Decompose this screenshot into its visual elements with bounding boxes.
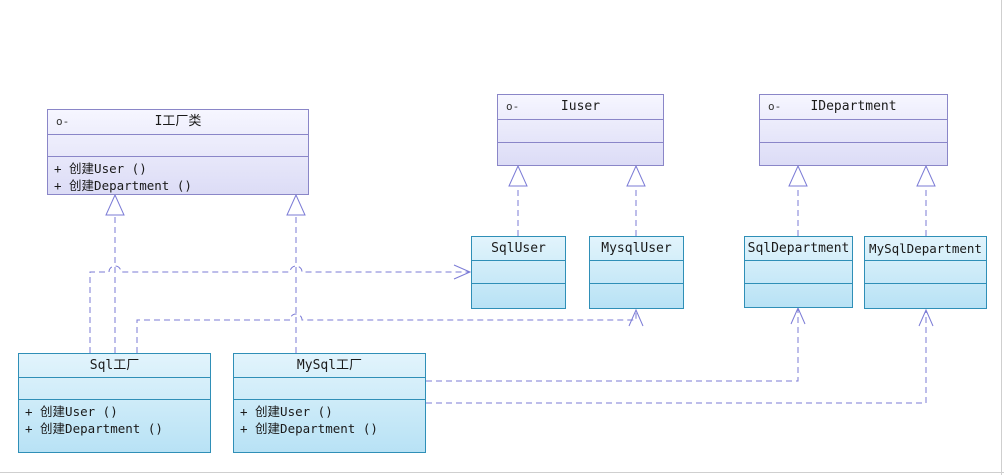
- dependency-arrowhead: [453, 264, 472, 280]
- class-mysqluser[interactable]: MysqlUser: [589, 236, 684, 309]
- realization-arrowhead: [105, 193, 125, 216]
- operation: + 创建User (): [25, 404, 118, 419]
- dependency-arrowhead: [918, 308, 934, 327]
- class-operations: + 创建User () + 创建Department (): [48, 157, 308, 194]
- class-attributes: [760, 120, 947, 143]
- dependency-arrowhead: [790, 306, 806, 325]
- realization-arrowhead: [508, 164, 528, 187]
- class-name: MysqlUser: [590, 237, 683, 261]
- dependency-arrowhead: [628, 308, 644, 327]
- class-attributes: [590, 261, 683, 284]
- class-attributes: [48, 135, 308, 157]
- realization-arrowhead: [626, 164, 646, 187]
- class-iuser[interactable]: o- Iuser: [497, 94, 664, 166]
- dependency-mysqlfactory-mysqldepartment: [426, 310, 927, 404]
- class-sqlfactory[interactable]: Sql工厂 + 创建User () + 创建Department (): [18, 353, 211, 453]
- class-sqluser[interactable]: SqlUser: [471, 236, 566, 309]
- class-attributes: [745, 261, 852, 284]
- realization-arrowhead: [788, 164, 808, 187]
- class-operations: + 创建User () + 创建Department (): [234, 400, 425, 437]
- class-name: o- IDepartment: [760, 95, 947, 120]
- operation: + 创建Department (): [54, 178, 192, 193]
- class-attributes: [865, 261, 986, 284]
- class-name: o- I工厂类: [48, 110, 308, 135]
- interface-marker-icon: o-: [768, 100, 782, 113]
- dependency-sqlfactory-mysqluser: [136, 310, 637, 353]
- class-name: MySqlDepartment: [865, 237, 986, 261]
- operation: + 创建User (): [54, 161, 147, 176]
- class-mysqlfactory[interactable]: MySql工厂 + 创建User () + 创建Department (): [233, 353, 426, 453]
- operation: + 创建Department (): [240, 421, 378, 436]
- class-operations: + 创建User () + 创建Department (): [19, 400, 210, 437]
- class-ifactory[interactable]: o- I工厂类 + 创建User () + 创建Department (): [47, 109, 309, 195]
- class-attributes: [472, 261, 565, 284]
- dependency-mysqlfactory-sqldepartment: [426, 308, 799, 382]
- canvas-right-edge: [1001, 0, 1002, 475]
- class-mysqldepartment[interactable]: MySqlDepartment: [864, 236, 987, 309]
- class-name: Sql工厂: [19, 354, 210, 378]
- class-name: SqlUser: [472, 237, 565, 261]
- operation: + 创建Department (): [25, 421, 163, 436]
- dependency-sqlfactory-sqluser: [89, 265, 470, 353]
- class-name: MySql工厂: [234, 354, 425, 378]
- class-idepartment[interactable]: o- IDepartment: [759, 94, 948, 166]
- realization-arrowhead: [916, 164, 936, 187]
- operation: + 创建User (): [240, 404, 333, 419]
- class-name: SqlDepartment: [745, 237, 852, 261]
- class-attributes: [498, 120, 663, 143]
- interface-marker-icon: o-: [506, 100, 520, 113]
- interface-marker-icon: o-: [56, 115, 70, 128]
- realization-arrowhead: [286, 193, 306, 216]
- class-attributes: [234, 378, 425, 400]
- class-sqldepartment[interactable]: SqlDepartment: [744, 236, 853, 308]
- canvas-bottom-edge: [0, 472, 1004, 473]
- class-attributes: [19, 378, 210, 400]
- class-name: o- Iuser: [498, 95, 663, 120]
